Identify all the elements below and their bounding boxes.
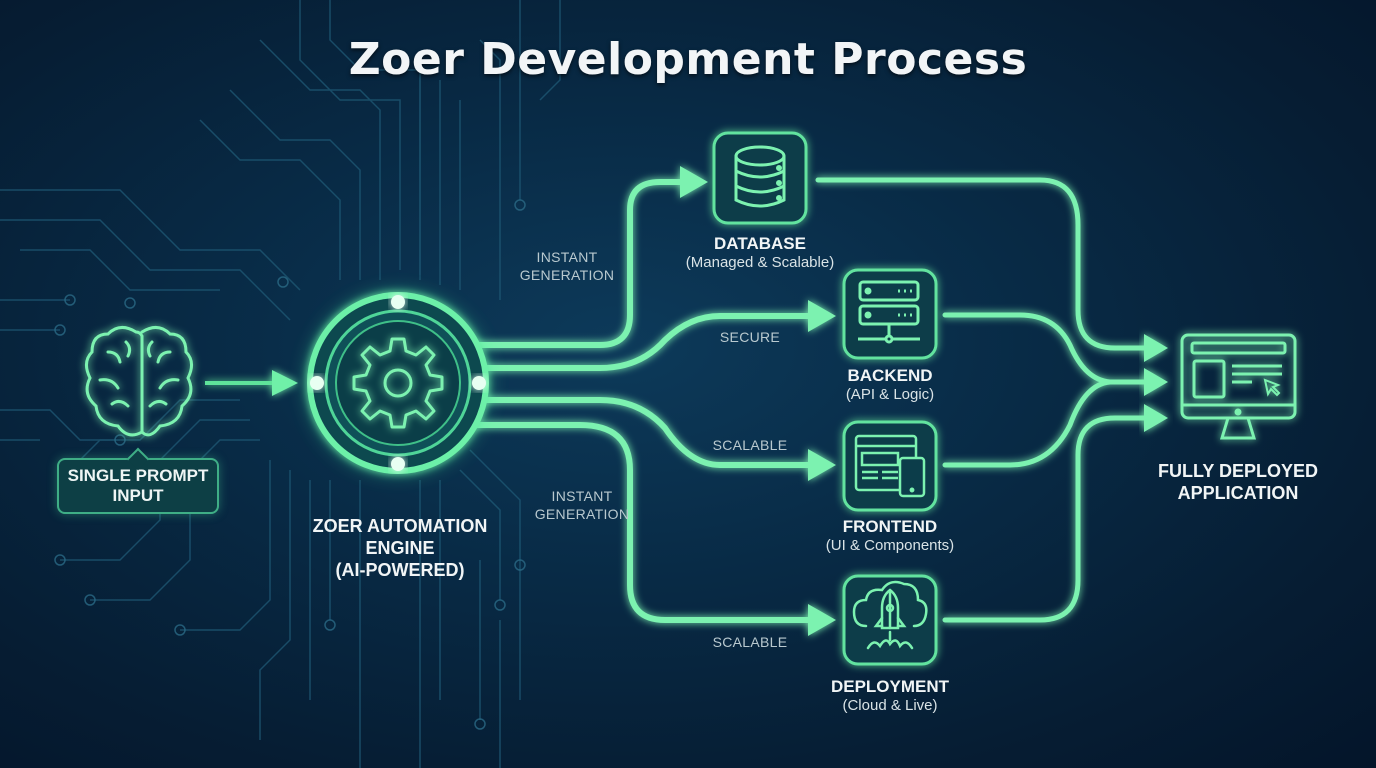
frontend-subtitle: (UI & Components) [825,537,955,554]
flow-to-database [467,179,693,348]
arrowhead-out-3 [1144,404,1168,432]
arrowhead-out-1 [1144,334,1168,362]
flow-to-deployment [467,422,818,623]
frontend-label: FRONTEND (UI & Components) [790,517,990,554]
flow-backend-out [942,312,1153,385]
edge-label-frontend: SCALABLE [712,437,788,453]
deployment-title: DEPLOYMENT [830,677,950,696]
flow-deployment-out [942,415,1153,623]
database-subtitle: (Managed & Scalable) [685,254,835,271]
edge-label-deployment: SCALABLE [712,634,788,650]
database-label: DATABASE (Managed & Scalable) [660,234,860,271]
input-arrow [205,370,298,396]
browser-mobile-icon [854,434,926,498]
backend-subtitle: (API & Logic) [845,386,935,403]
edge-label-line: INSTANT [536,249,598,265]
frontend-title: FRONTEND [842,517,938,536]
flow-frontend-out [942,379,1113,468]
edge-label-line: GENERATION [534,506,630,522]
arrowhead-deployment [808,604,836,636]
brain-icon [85,326,193,437]
gear-icon [352,337,444,429]
flow-database-out [815,177,1153,351]
arrowhead-database [680,166,708,198]
flow-to-frontend [472,397,818,468]
output-label-line1: FULLY DEPLOYED [1157,461,1319,481]
backend-title: BACKEND [847,366,933,385]
database-icon [734,145,786,208]
deployment-subtitle: (Cloud & Live) [842,697,938,714]
single-prompt-input-label: SINGLE PROMPT INPUT [57,458,219,514]
engine-label-line3: (AI-POWERED) [335,560,465,580]
flow-to-backend [472,313,818,371]
arrowhead-backend [808,300,836,332]
edge-label-deployment-upper: INSTANT GENERATION [522,487,642,523]
output-label: FULLY DEPLOYED APPLICATION [1138,460,1338,504]
edge-label-backend: SECURE [719,329,781,345]
cloud-rocket-icon [852,580,928,650]
engine-label-line2: ENGINE [365,538,435,558]
monitor-app-icon [1180,333,1297,440]
engine-label: ZOER AUTOMATION ENGINE (AI-POWERED) [300,515,500,581]
edge-label-line: GENERATION [519,267,615,283]
server-icon [858,280,920,344]
arrowhead-frontend [808,449,836,481]
backend-label: BACKEND (API & Logic) [790,366,990,403]
database-title: DATABASE [714,234,806,253]
page-title: Zoer Development Process [348,34,1028,85]
deployment-label: DEPLOYMENT (Cloud & Live) [790,677,990,714]
engine-label-line1: ZOER AUTOMATION [312,516,488,536]
input-label-line2: INPUT [112,486,164,505]
input-label-line1: SINGLE PROMPT [67,466,209,485]
edge-label-line: INSTANT [551,488,613,504]
output-label-line2: APPLICATION [1177,483,1299,503]
engine-node [303,288,493,478]
arrowhead-out-2 [1144,368,1168,396]
edge-label-database: INSTANT GENERATION [507,248,627,284]
